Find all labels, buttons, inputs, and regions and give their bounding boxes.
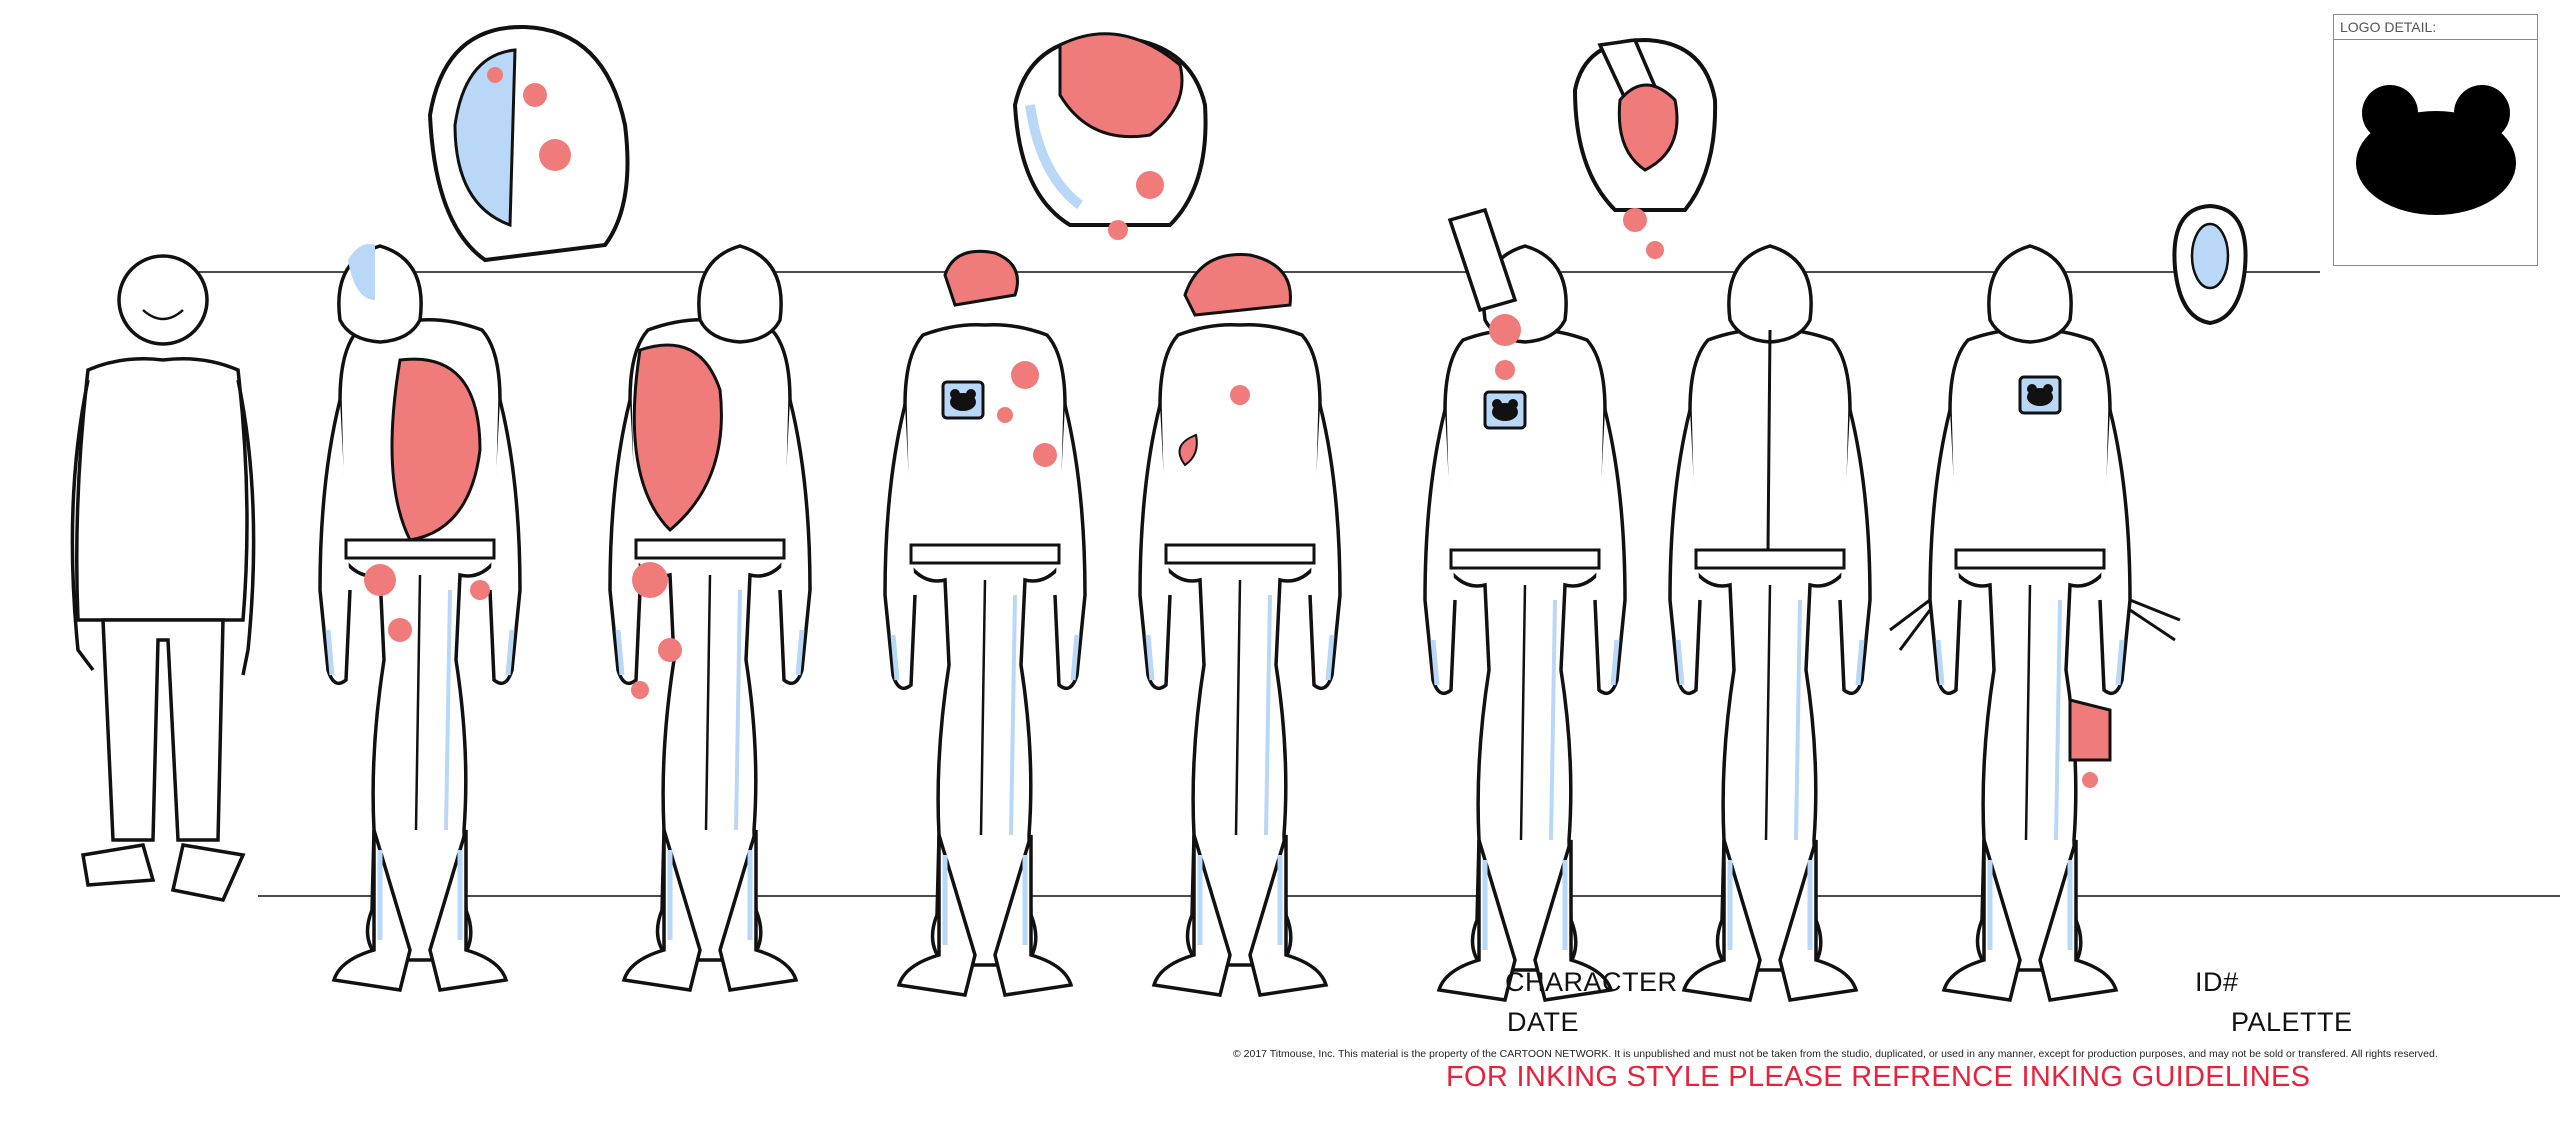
palette-label: PALETTE [2231, 1007, 2353, 1037]
figure-suit-impaled-front [1425, 207, 1625, 1000]
hood-detail [2172, 203, 2248, 326]
id-label: ID# [2195, 967, 2239, 997]
logo-detail-box: LOGO DETAIL: [2333, 14, 2538, 266]
figure-suit-back [1670, 244, 1870, 1000]
head-detail-skull-open [1012, 32, 1208, 240]
figure-suit-torso-wound-back [610, 244, 810, 990]
inking-guidelines-note: FOR INKING STYLE PLEASE REFRENCE INKING … [1446, 1061, 2311, 1093]
character-label: CHARACTER [1505, 967, 1678, 997]
frog-logo-icon [2356, 85, 2516, 215]
figure-suit-head-wound-front [885, 249, 1085, 995]
figure-suit-torso-wound-front [320, 244, 520, 990]
date-label: DATE [1507, 1007, 1580, 1037]
head-detail-visor-cracked [427, 24, 630, 263]
copyright-notice: © 2017 Titmouse, Inc. This material is t… [1233, 1048, 2438, 1060]
logo-detail-divider [2334, 39, 2537, 40]
figure-suit-leg-wound-walk [1889, 244, 2181, 1000]
logo-detail-title: LOGO DETAIL: [2340, 19, 2437, 35]
head-detail-impaled [1572, 37, 1718, 259]
figure-civilian-front [70, 254, 256, 902]
figure-suit-head-wound-back [1140, 253, 1340, 996]
